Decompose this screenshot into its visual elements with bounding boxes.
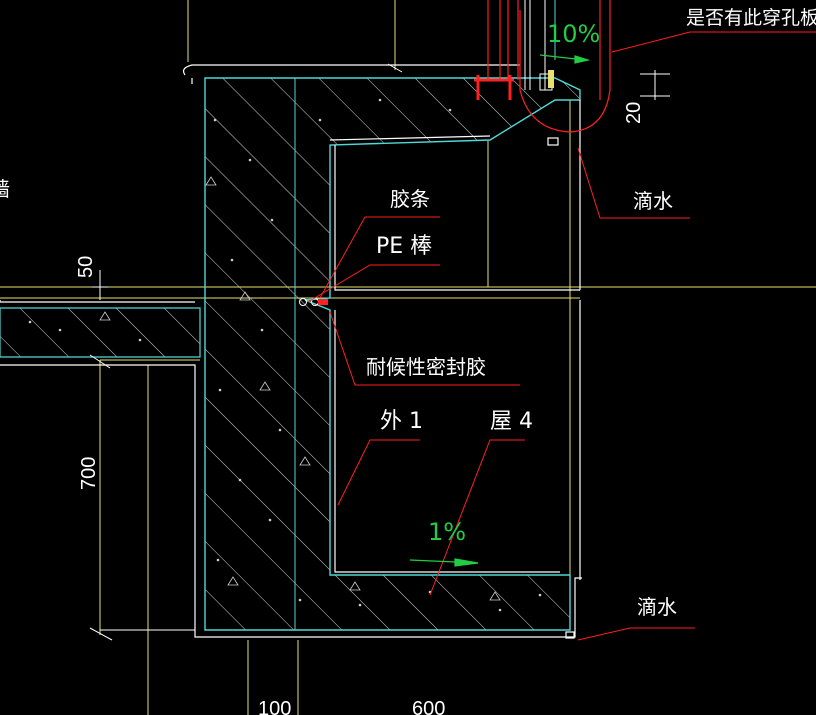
leader-pe-rod (307, 264, 440, 303)
label-roof: 屋 4 (490, 409, 533, 434)
concrete-aggregate-dots (28, 98, 542, 612)
label-question: 是否有此穿孔板造型 (686, 7, 816, 29)
leader-lines (307, 31, 816, 641)
annotation-labels: 是否有此穿孔板造型 10% 滴水 胶条 PE 棒 耐候性密封胶 外 1 屋 4 … (0, 7, 816, 619)
label-slope-top: 10% (547, 20, 600, 48)
dimension-texts: 20 50 700 100 600 (75, 102, 645, 715)
label-sealant-strip: 胶条 (390, 187, 430, 211)
slope-arrows (409, 54, 591, 567)
wall-beam-body (204, 77, 581, 631)
label-weather-sealant: 耐候性密封胶 (366, 355, 486, 379)
label-drip-bottom: 滴水 (637, 595, 677, 619)
concrete-aggregate-triangles (99, 176, 501, 601)
label-left-edge: 墙 (0, 177, 10, 201)
finish-outlines (0, 64, 582, 638)
label-drip-top: 滴水 (633, 189, 673, 213)
dim-700: 700 (78, 457, 100, 490)
leader-sealant-strip (319, 216, 440, 299)
label-exterior: 外 1 (380, 409, 423, 434)
dim-600: 600 (412, 698, 445, 715)
leader-exterior (337, 439, 420, 506)
label-slope-bottom: 1% (428, 518, 466, 546)
dimension-lines (89, 63, 670, 641)
leader-drip-bottom (577, 627, 695, 641)
label-pe-rod: PE 棒 (376, 234, 432, 259)
dim-50: 50 (75, 256, 97, 278)
dim-20: 20 (623, 102, 645, 124)
joint-sealant (299, 298, 328, 306)
concrete-structure (0, 77, 581, 631)
floor-slab (0, 307, 201, 358)
leader-weather-sealant (329, 311, 520, 386)
dim-100: 100 (258, 698, 291, 715)
leader-question (611, 31, 816, 53)
leader-drip-top (577, 147, 690, 219)
drip-grooves (547, 137, 575, 639)
leader-roof (429, 439, 525, 596)
window-frame (474, 0, 611, 133)
